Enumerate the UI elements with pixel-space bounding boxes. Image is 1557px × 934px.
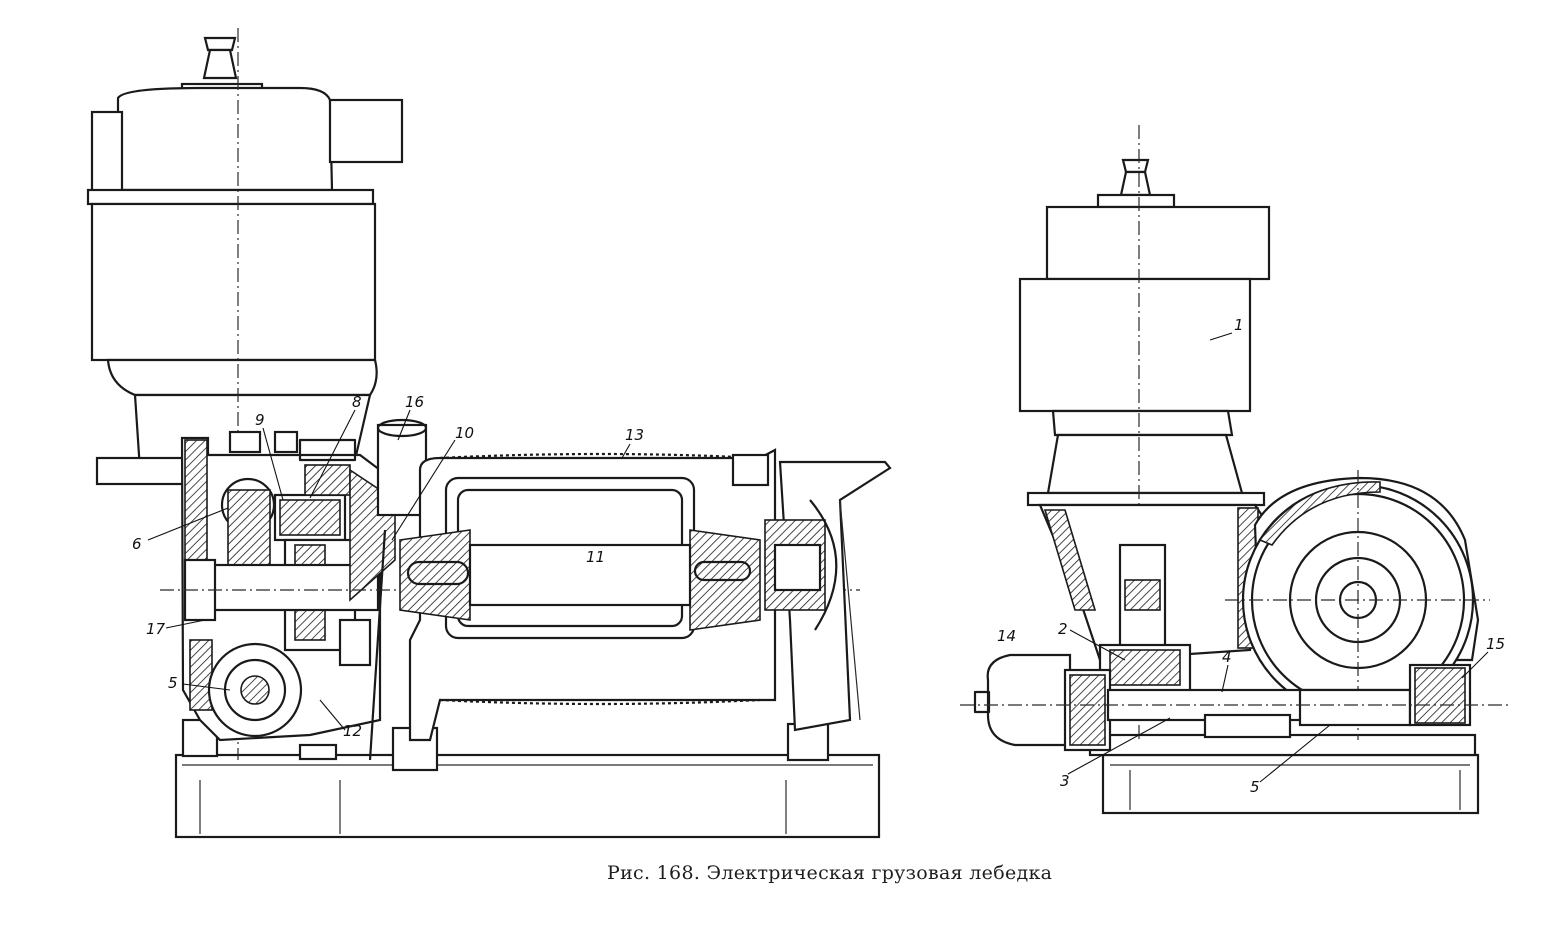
callout-8: 8 [352, 393, 362, 411]
right-view: 1 2 4 14 15 3 5 [960, 125, 1510, 815]
right-shaft [960, 653, 1510, 752]
right-motor [1018, 125, 1271, 740]
callout-2: 2 [1058, 620, 1068, 638]
callout-12: 12 [343, 722, 362, 740]
callout-1: 1 [1234, 316, 1244, 334]
callout-13: 13 [625, 426, 644, 444]
right-drum-end [1225, 470, 1490, 740]
left-view: 6 9 8 16 10 13 11 17 5 12 [86, 28, 892, 839]
right-callouts: 1 2 4 14 15 3 5 [997, 316, 1505, 796]
left-callouts: 6 9 8 16 10 13 11 17 5 12 [132, 393, 644, 740]
callout-9: 9 [255, 411, 265, 429]
callout-16: 16 [405, 393, 424, 411]
callout-6: 6 [132, 535, 142, 553]
callout-5-right: 5 [1250, 778, 1260, 796]
callout-11: 11 [586, 548, 605, 566]
right-base-frame [1088, 733, 1480, 815]
callout-3: 3 [1060, 772, 1070, 790]
callout-15: 15 [1486, 635, 1505, 653]
right-gearbox [1038, 503, 1267, 697]
left-drum [399, 448, 777, 742]
left-right-support [764, 460, 892, 732]
callout-14: 14 [997, 627, 1016, 645]
figure-caption: Рис. 168. Электрическая грузовая лебедка [607, 862, 1053, 884]
callout-17: 17 [146, 620, 166, 638]
callout-10: 10 [455, 424, 474, 442]
callout-4: 4 [1222, 648, 1232, 666]
left-base-frame [174, 718, 881, 839]
callout-5: 5 [168, 674, 178, 692]
